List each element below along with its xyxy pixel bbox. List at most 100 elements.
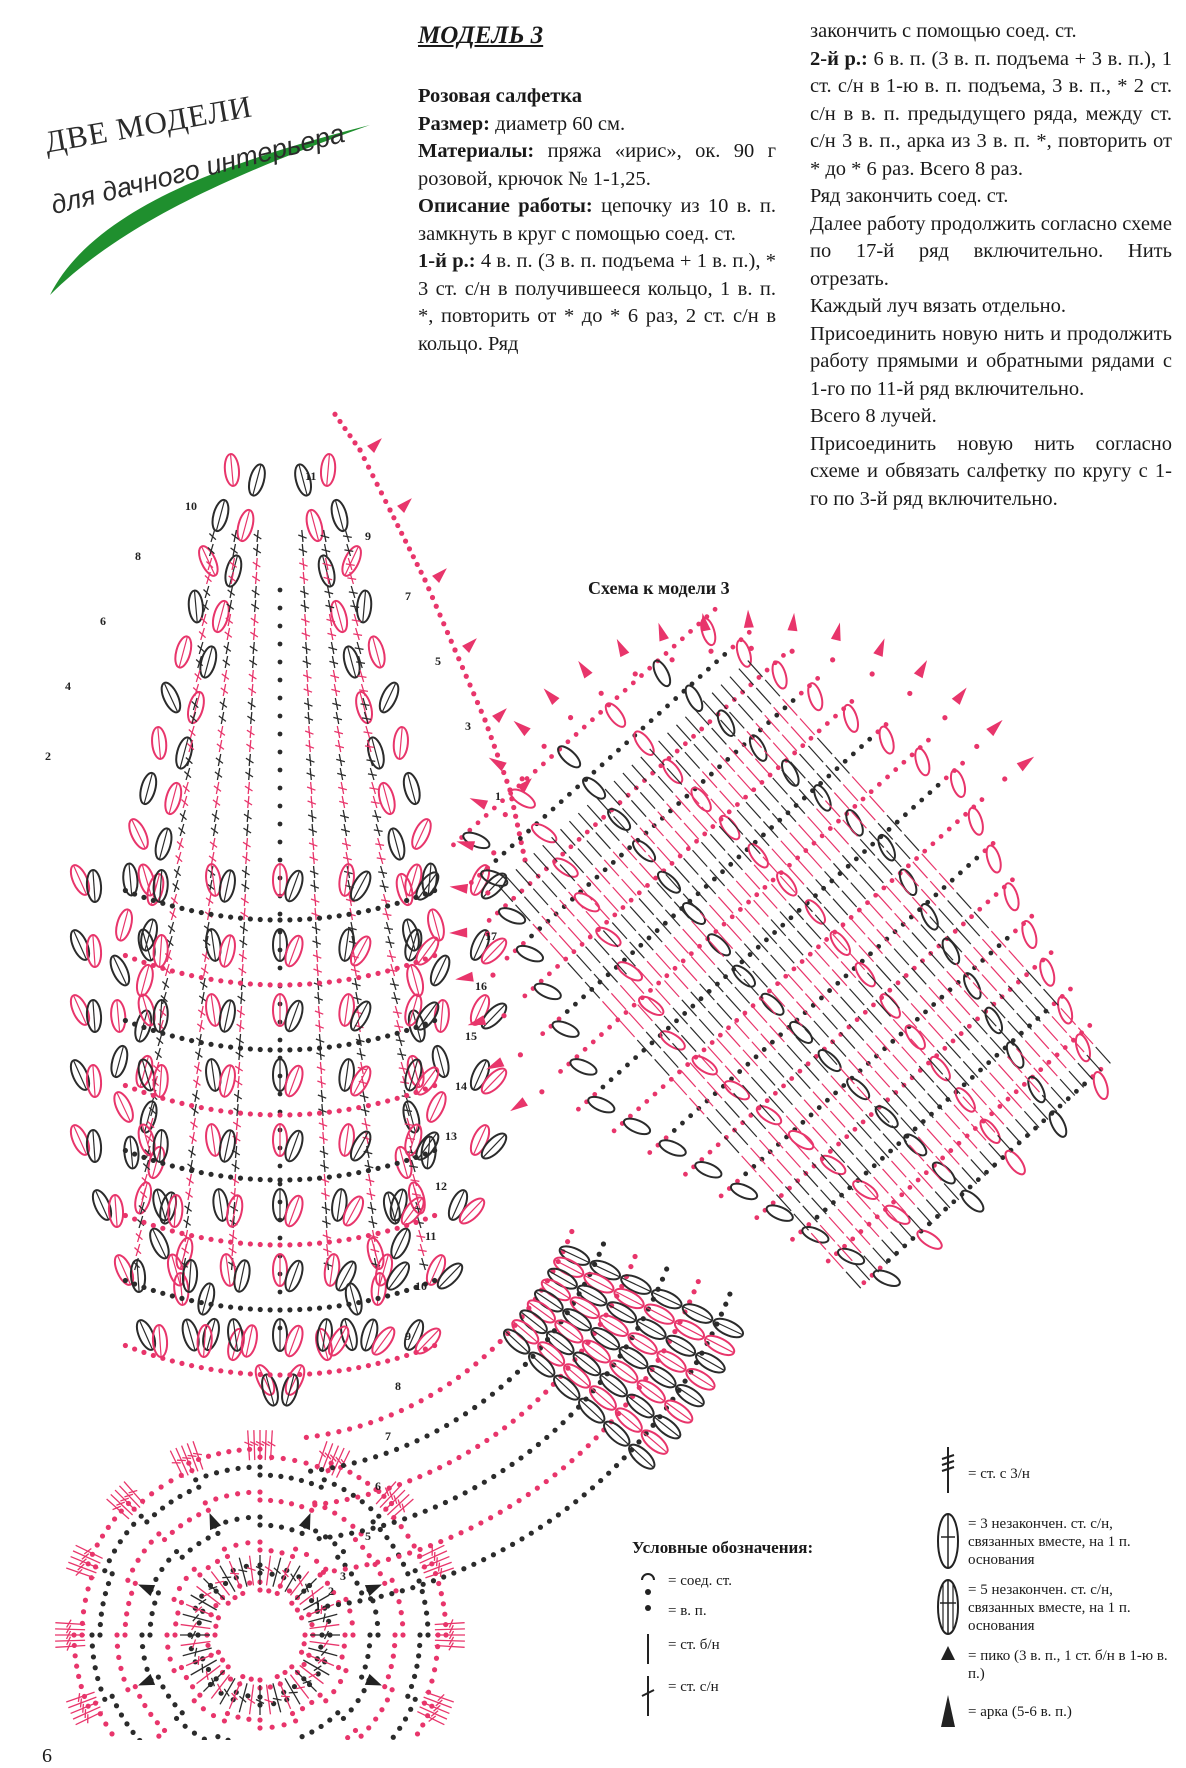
chain-dot [212, 1632, 218, 1638]
stitch-line [743, 978, 759, 996]
cluster-stitch [480, 1002, 508, 1030]
chain-dot [316, 980, 323, 986]
stitch-bar [375, 843, 385, 847]
stitch-line [794, 1107, 811, 1125]
stitch-line [921, 853, 937, 871]
stitch-line [911, 967, 927, 985]
chain-dot [179, 970, 185, 976]
chain-dot [391, 515, 397, 521]
chain-dot [160, 900, 166, 906]
chain-dot [122, 1212, 128, 1219]
chain-dot [179, 1165, 185, 1171]
chain-dot [182, 1723, 188, 1729]
stitch-line [832, 862, 849, 881]
chain-dot [198, 1169, 204, 1176]
chain-dot [432, 1504, 438, 1510]
stitch-bar [234, 1065, 244, 1072]
stitch-line [769, 1025, 785, 1043]
stitch-bar [309, 856, 319, 861]
stitch-line [828, 1216, 845, 1234]
stitch-line [779, 875, 796, 893]
stitch-bar [82, 1703, 85, 1713]
stitch-line [884, 991, 900, 1009]
chain-dot [141, 1154, 147, 1160]
stitch-line [759, 1068, 776, 1086]
chain-dot [218, 913, 224, 919]
stitch-line [831, 1004, 847, 1022]
row2-value: 6 в. п. (3 в. п. подъема + 3 в. п.), 1 с… [810, 47, 1172, 180]
stitch-bar [386, 955, 396, 959]
cluster-stitch [211, 599, 230, 634]
chain-dot [277, 1372, 283, 1378]
stitch-bar [398, 1067, 408, 1071]
chain-dot [718, 1311, 725, 1317]
stitch-bar [372, 815, 382, 819]
stitch-line [849, 988, 865, 1006]
stitch-line [664, 909, 681, 927]
stitch-line [814, 949, 830, 967]
chain-dot [205, 1666, 212, 1673]
cluster-stitch [404, 993, 423, 1027]
chain-dot [453, 1417, 459, 1423]
cluster-stitch [69, 929, 91, 961]
stitch-bar [183, 1219, 192, 1226]
chain-dot [198, 974, 204, 981]
cluster-stitch [700, 617, 717, 647]
chain-dot [160, 1684, 166, 1690]
stitch-bar [186, 1177, 194, 1184]
stitch-bar [175, 855, 183, 863]
row-number: 6 [100, 614, 106, 628]
stitch-bar [216, 743, 225, 750]
cluster-stitch [342, 1195, 365, 1227]
stitch-line [272, 1683, 282, 1713]
stitch-bar [264, 1698, 274, 1704]
chain-dot [636, 1439, 642, 1445]
stitch-bar [194, 1647, 198, 1657]
chain-dot [189, 1362, 195, 1369]
chain-dot [468, 1525, 474, 1531]
chain-dot [353, 1564, 359, 1570]
chain-dot [378, 1416, 384, 1422]
chain-dot [368, 1420, 374, 1426]
chain-dot [132, 1580, 138, 1586]
stitch-line [576, 918, 593, 937]
chain-dot [348, 1707, 354, 1713]
cluster-stitch [633, 730, 655, 756]
stitch-bar [356, 661, 366, 665]
stitch-line [828, 1252, 844, 1270]
chain-dot [137, 1737, 143, 1740]
stitch-bar [240, 911, 249, 918]
chain-dot [456, 1454, 462, 1461]
chain-dot [375, 1559, 381, 1565]
stitch-line [911, 932, 928, 950]
chain-dot [355, 1697, 361, 1704]
stitch-line [797, 895, 813, 913]
chain-dot [342, 425, 348, 432]
stitch-line [742, 1049, 759, 1067]
stitch-bar [367, 773, 377, 777]
cluster-stitch [1021, 919, 1038, 949]
stitch-line [612, 851, 629, 869]
chain-dot [606, 1470, 612, 1476]
stitch-line [321, 1443, 334, 1472]
stitch-line [963, 1025, 979, 1043]
cluster-stitch [284, 1259, 304, 1293]
chain-dot [342, 1562, 348, 1568]
chain-dot [189, 1297, 195, 1304]
cluster-stitch [614, 1407, 643, 1433]
stitch-line [816, 772, 833, 790]
stitch-bar [228, 1247, 237, 1254]
chain-dot [357, 1423, 363, 1429]
cluster-stitch [509, 788, 536, 809]
cluster-stitch [355, 690, 373, 725]
chain-dot [268, 1522, 274, 1529]
stitch-line [892, 1018, 909, 1037]
chain-dot [161, 1536, 168, 1543]
stitch-bar [213, 785, 222, 792]
stitch-line [55, 1639, 86, 1642]
chain-dot [502, 811, 508, 818]
stitch-bar [238, 953, 247, 960]
stitch-line [882, 1097, 899, 1115]
stitch-bar [251, 589, 260, 596]
stitch-bar [218, 715, 227, 722]
